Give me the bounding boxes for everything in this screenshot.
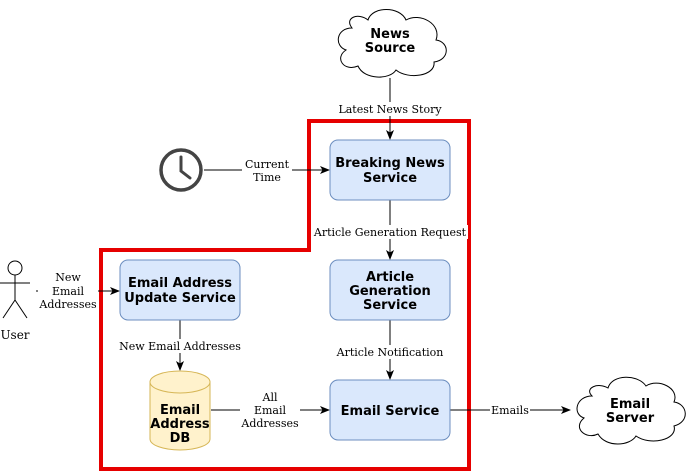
node-title-breaking-news-1: Breaking News (335, 156, 445, 171)
node-article-generation-service[interactable]: Article Generation Service (329, 259, 451, 321)
edge-latest-news: Latest News Story (336, 78, 444, 140)
node-title-article-generation-3: Service (363, 298, 417, 313)
node-title-email-db-2: Address (150, 417, 210, 432)
edge-new-emails-db: New Email Addresses (116, 320, 244, 371)
edge-article-request: Article Generation Request (312, 200, 468, 260)
edge-label-new-emails-in-1: New (55, 271, 81, 284)
edge-label-all-emails-3: Addresses (240, 417, 299, 430)
edge-label-article-notification: Article Notification (336, 346, 444, 359)
edge-label-new-emails-in-2: Email (52, 285, 85, 298)
cloud-icon (576, 376, 686, 445)
edge-new-emails-in: New Email Addresses (36, 270, 120, 311)
node-email-update-service[interactable]: Email Address Update Service (119, 259, 241, 321)
edge-label-all-emails-1: All (262, 391, 278, 404)
node-title-news-source-1: News (370, 27, 410, 42)
node-clock (159, 148, 203, 192)
node-email-db[interactable]: Email Address DB (149, 370, 211, 451)
node-title-article-generation-1: Article (366, 270, 414, 285)
cloud-icon (337, 9, 447, 78)
node-title-email-update-1: Email Address (128, 276, 232, 291)
edge-label-article-request: Article Generation Request (313, 226, 467, 239)
node-title-email-server-2: Server (606, 411, 655, 426)
edge-emails-out: Emails (450, 403, 571, 417)
edge-label-current-time-1: Current (245, 158, 290, 171)
node-breaking-news-service[interactable]: Breaking News Service (329, 139, 451, 201)
edge-label-new-emails-in-3: Addresses (38, 298, 97, 311)
user-label: User (0, 328, 29, 342)
node-title-email-server-1: Email (610, 397, 650, 412)
edge-current-time: Current Time (204, 156, 330, 184)
user-stick-figure-icon (0, 260, 30, 319)
node-email-server[interactable]: Email Server (576, 376, 686, 445)
node-news-source[interactable]: News Source (337, 9, 447, 78)
edge-label-all-emails-2: Email (254, 404, 287, 417)
node-title-breaking-news-2: Service (363, 171, 417, 186)
edge-label-latest-news: Latest News Story (338, 103, 442, 116)
node-title-email-service: Email Service (341, 404, 440, 419)
node-title-email-db-1: Email (160, 403, 200, 418)
node-title-email-update-2: Update Service (124, 291, 236, 306)
node-email-service[interactable]: Email Service (329, 379, 451, 441)
node-title-news-source-2: Source (365, 41, 416, 56)
edge-article-notification: Article Notification (334, 320, 446, 380)
edge-label-current-time-2: Time (253, 171, 281, 184)
node-title-email-db-3: DB (170, 431, 191, 446)
node-title-article-generation-2: Generation (349, 284, 431, 299)
edge-label-new-emails-db: New Email Addresses (119, 340, 241, 353)
system-boundary (99, 119, 471, 471)
edge-all-emails: All Email Addresses (211, 389, 330, 431)
edge-label-emails-out: Emails (491, 404, 529, 417)
database-cylinder-icon (149, 370, 211, 451)
node-user[interactable]: User (0, 260, 30, 342)
